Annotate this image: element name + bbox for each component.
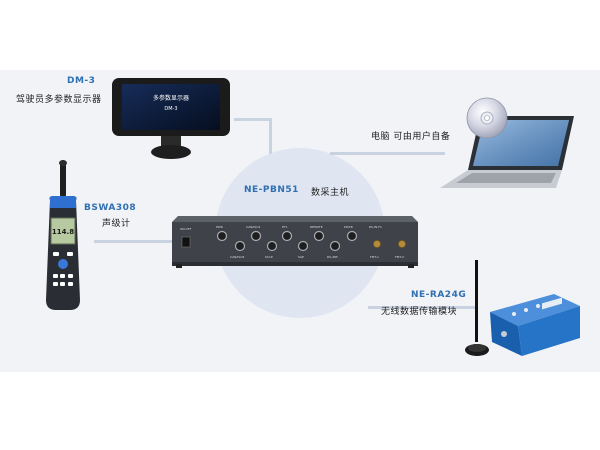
panel-label-power: ON OFF xyxy=(180,227,192,231)
panel-label-can1: CAN/ISO1 xyxy=(246,225,261,229)
host-unit-icon: ON OFF PWR CAN/ISO1 PT1 REMOTE PW1B RS-I… xyxy=(172,216,418,268)
panel-label-pwr: PWR xyxy=(216,225,223,229)
link-computer xyxy=(330,152,445,155)
meter-reading: 114.8 xyxy=(52,228,74,236)
wireless-code-label: NE-RA24G xyxy=(411,290,467,300)
meter-code-label: BSWA308 xyxy=(84,203,137,213)
panel-label-can2: CAN/ISO2 xyxy=(230,255,245,259)
display-code-label: DM-3 xyxy=(67,76,96,86)
host-desc-label: 数采主机 xyxy=(311,188,350,198)
panel-label-rs485: RS-485 xyxy=(327,255,338,259)
host-code-label: NE-PBN51 xyxy=(244,185,299,195)
panel-label-fmt2: FMT-2 xyxy=(395,255,404,259)
link-meter xyxy=(94,240,172,243)
wireless-desc-label: 无线数据传输模块 xyxy=(381,307,458,317)
panel-label-sap: SAP xyxy=(298,255,304,259)
display-screen-sub: DM-3 xyxy=(164,106,177,112)
panel-label-rsin: RS-IN-F1 xyxy=(369,225,382,229)
panel-label-remote: REMOTE xyxy=(310,225,323,229)
link-display-horizontal xyxy=(234,118,272,121)
display-desc-label: 驾驶员多参数显示器 xyxy=(16,95,102,105)
panel-label-fmt1: FMT-1 xyxy=(370,255,379,259)
link-wireless-horizontal xyxy=(368,306,478,309)
display-screen-title: 多参数显示器 xyxy=(153,94,189,102)
computer-desc-label: 电脑 可由用户自备 xyxy=(371,132,451,142)
panel-label-sc1p: SC1P xyxy=(265,255,273,259)
meter-desc-label: 声级计 xyxy=(102,219,131,229)
sound-level-meter-icon: 114.8 xyxy=(46,160,80,310)
wireless-module-icon xyxy=(490,294,580,356)
cd-disc-icon xyxy=(466,97,508,139)
laptop-icon xyxy=(440,116,574,188)
antenna-icon xyxy=(465,260,489,356)
link-display-vertical xyxy=(269,118,272,154)
panel-label-pw1b: PW1B xyxy=(344,225,353,229)
panel-label-pt1: PT1 xyxy=(282,225,288,229)
display-monitor-icon: 多参数显示器 DM-3 xyxy=(112,78,230,159)
